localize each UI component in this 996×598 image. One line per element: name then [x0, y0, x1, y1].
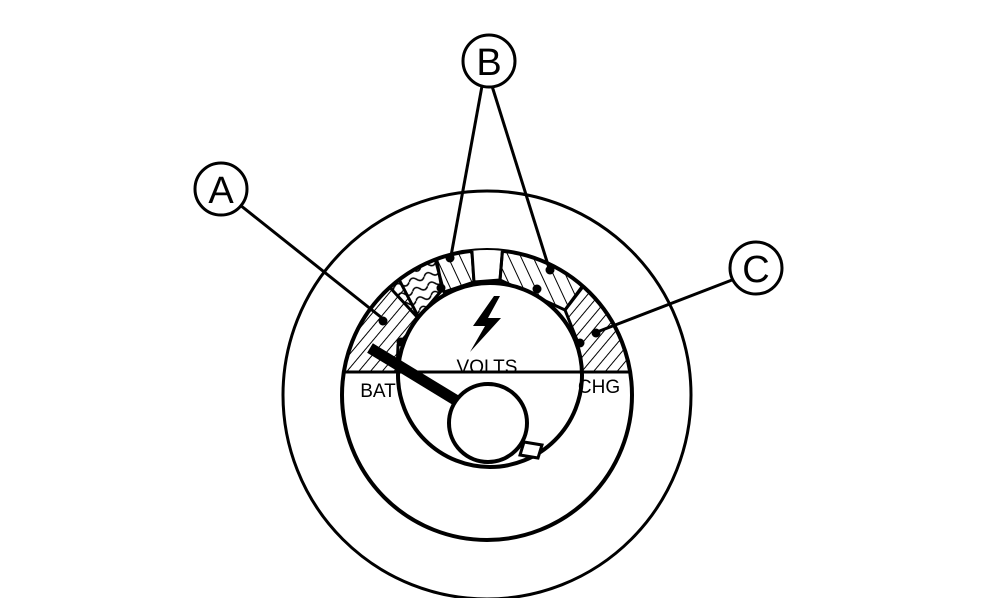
callout-a: A: [193, 161, 383, 320]
gauge-center-label: VOLTS: [457, 357, 518, 378]
zone-dot-b-right-inner: [532, 284, 542, 294]
callout-c: C: [596, 240, 784, 334]
zone-dot-b-left-inner: [436, 283, 446, 293]
callout-c-letter: C: [742, 249, 769, 291]
scale-label-chg: CHG: [578, 377, 620, 398]
zone-dot-a-inner: [396, 337, 406, 347]
gauge-needle: [367, 343, 465, 409]
needle-hub: [447, 382, 544, 464]
callout-b: B: [449, 33, 551, 269]
zone-dot-c-inner: [575, 338, 585, 348]
lightning-bolt-icon: [470, 296, 501, 352]
callout-b-letter: B: [476, 42, 501, 84]
scale-label-bat: BAT: [360, 381, 396, 402]
scale-inner-edge: [396, 281, 584, 469]
callout-a-letter: A: [208, 170, 234, 212]
